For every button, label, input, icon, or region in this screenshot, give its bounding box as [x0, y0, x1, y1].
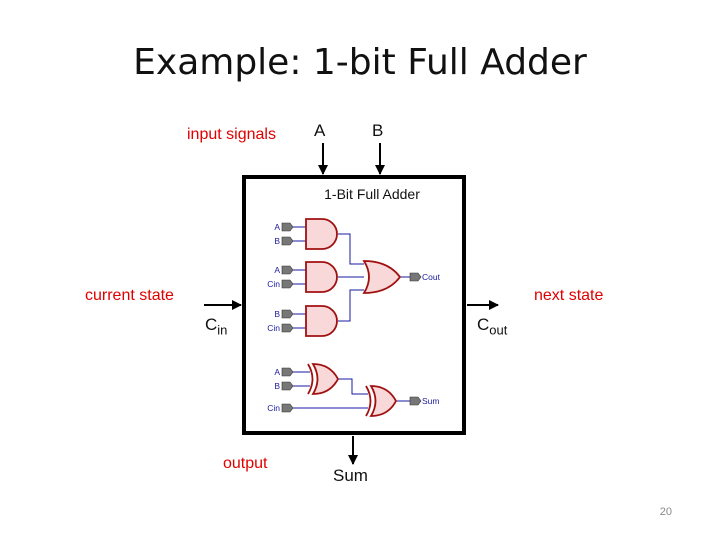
cin-label: Cin	[205, 315, 228, 338]
pin-label-b1: B	[274, 236, 280, 246]
pin-label-a2: A	[274, 265, 280, 275]
pin-label-cin5: Cin	[267, 403, 280, 413]
and-gate-1	[305, 218, 338, 250]
pin-label-sum: Sum	[422, 396, 439, 406]
page-number: 20	[659, 506, 672, 518]
input-a-label: A	[314, 121, 326, 140]
sum-output-label: Sum	[333, 466, 368, 485]
current-state-label: current state	[85, 287, 174, 304]
next-state-label: next state	[534, 287, 604, 304]
input-b-label: B	[372, 121, 384, 140]
xor-gates	[307, 363, 398, 417]
adder-box	[242, 175, 466, 435]
pin-label-cout: Cout	[422, 272, 441, 282]
pin-label-cin2: Cin	[267, 279, 280, 289]
cout-label: Cout	[477, 315, 508, 338]
input-signals-label: input signals	[187, 126, 276, 143]
output-label: output	[223, 455, 268, 472]
slide-title: Example: 1-bit Full Adder	[133, 42, 587, 83]
and-gate-3	[305, 305, 338, 337]
pin-label-a1: A	[274, 222, 280, 232]
pin-label-cin3: Cin	[267, 323, 280, 333]
pin-markers	[281, 222, 422, 413]
xor-gate-1	[311, 363, 340, 395]
pin-label-b4: B	[274, 381, 280, 391]
and-gates	[305, 218, 338, 337]
and-gate-2	[305, 261, 338, 293]
or-gate-carry	[362, 260, 402, 294]
xor-gate-2	[369, 385, 398, 417]
circuit-title: 1-Bit Full Adder	[324, 186, 420, 202]
pin-label-b3: B	[274, 309, 280, 319]
pin-label-a4: A	[274, 367, 280, 377]
